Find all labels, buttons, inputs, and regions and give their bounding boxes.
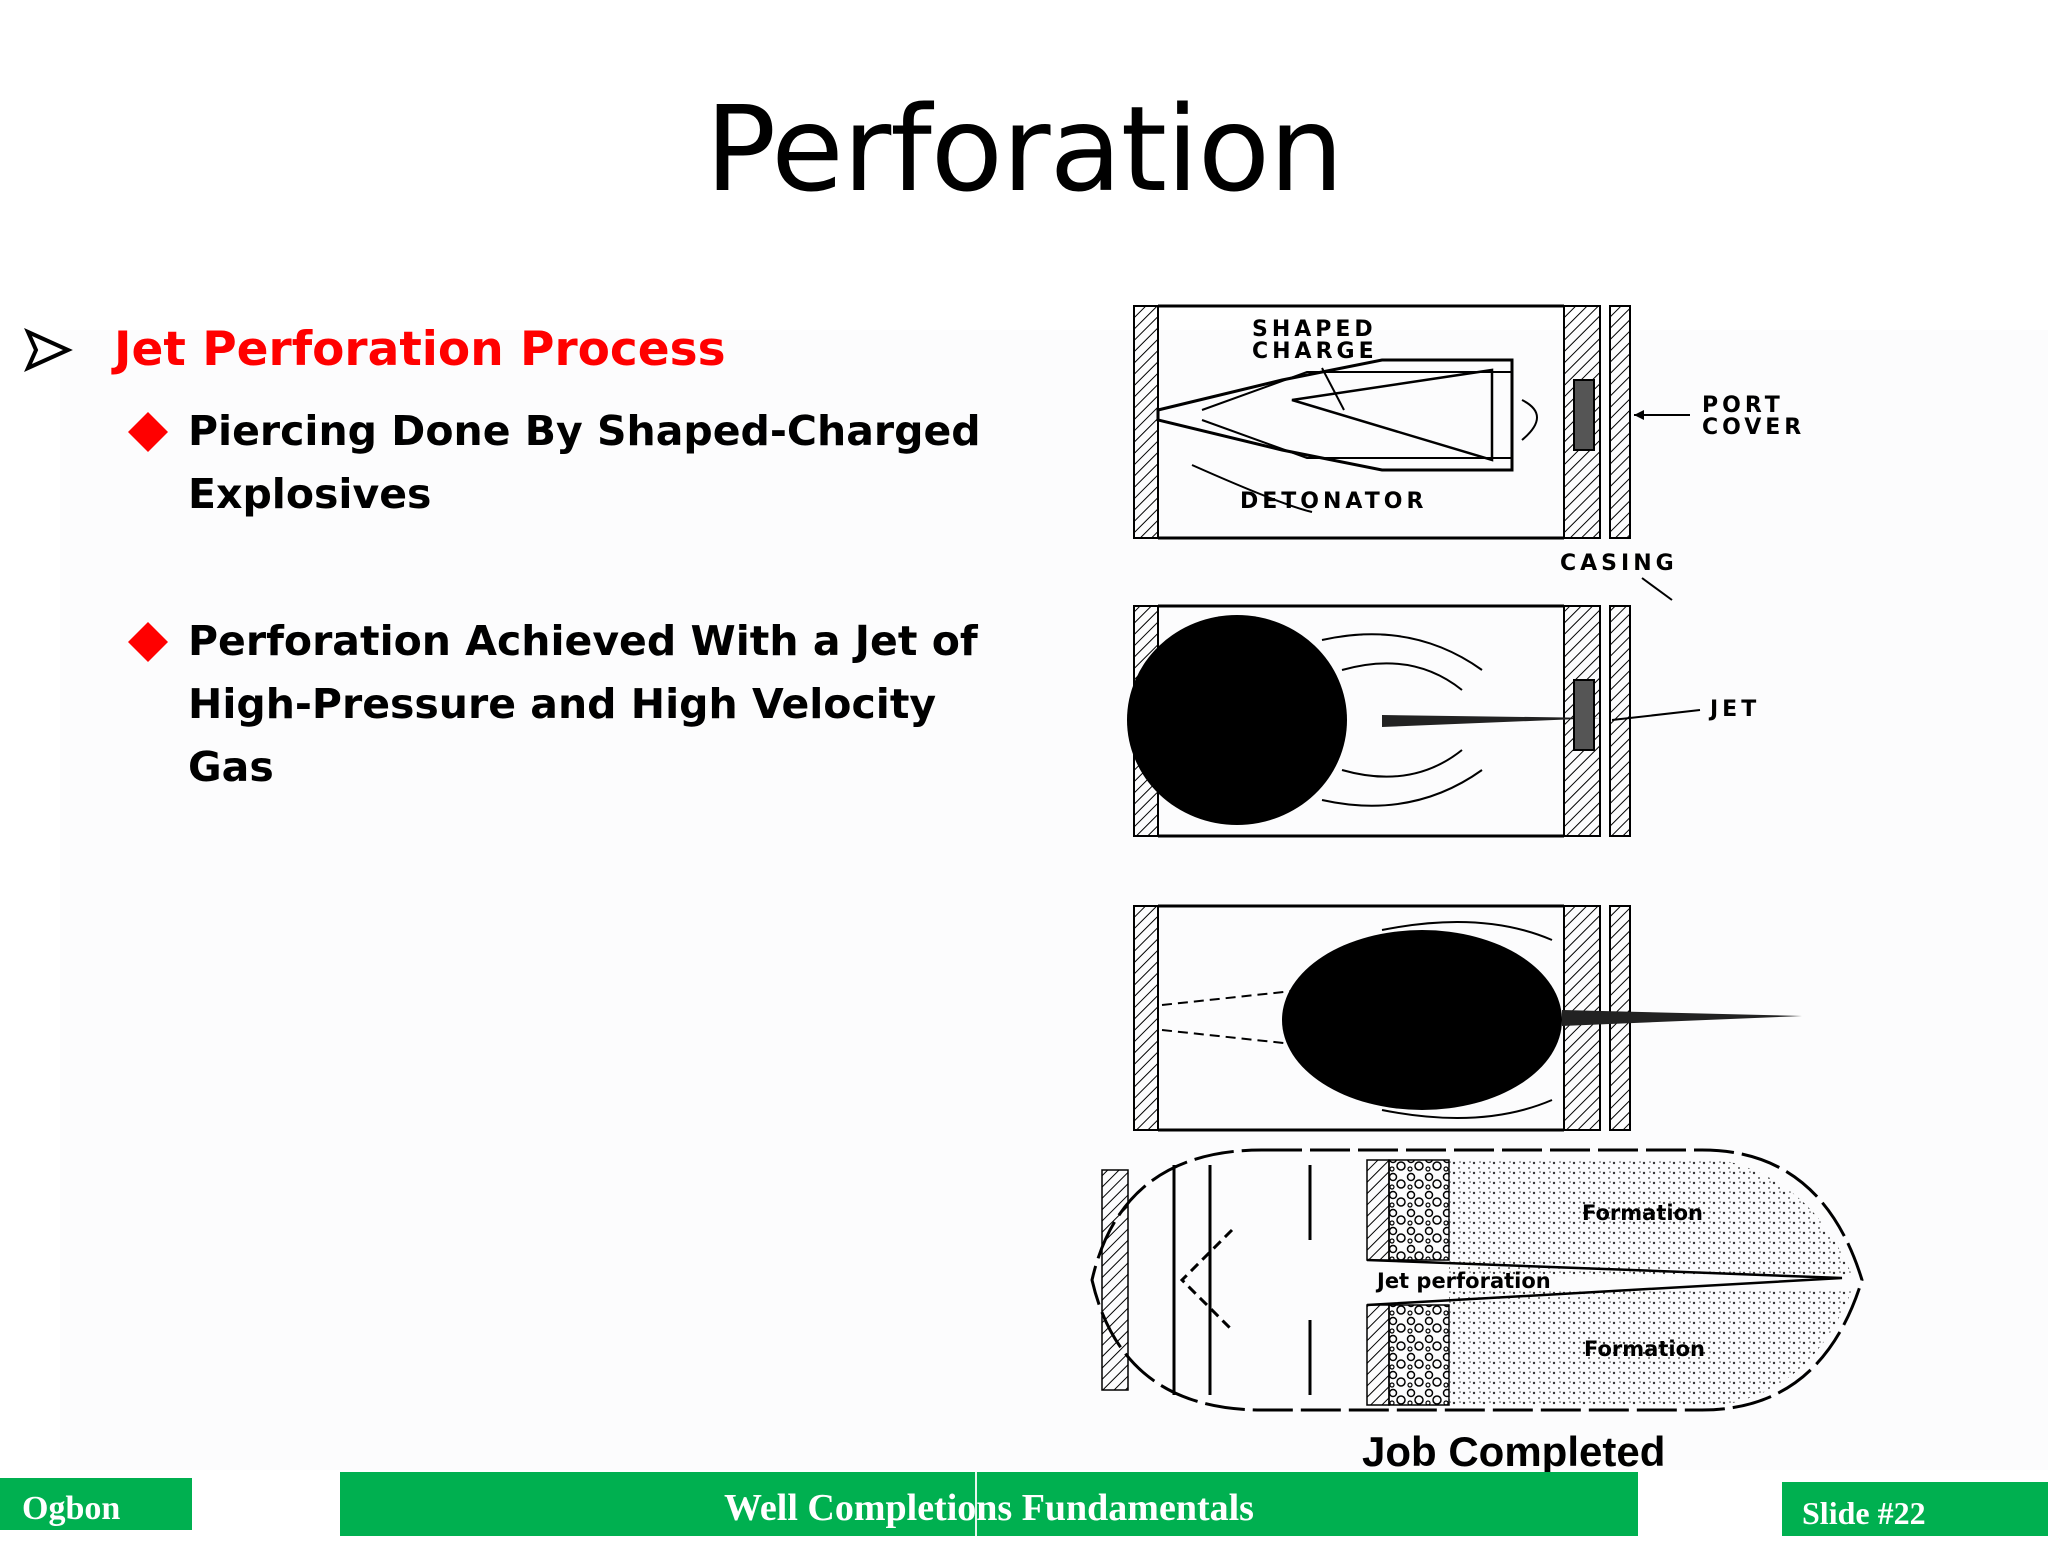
label-jet: JET — [1708, 697, 1760, 722]
label-port: PORT — [1702, 393, 1784, 418]
diamond-bullet-icon — [128, 622, 168, 662]
footer-slide-number: Slide #22 — [1782, 1482, 2048, 1536]
sub-bullet-2: Perforation Achieved With a Jet of High-… — [128, 610, 988, 799]
main-bullet: Jet Perforation Process — [22, 322, 726, 377]
main-bullet-text: Jet Perforation Process — [114, 322, 726, 377]
label-formation-top: Formation — [1582, 1201, 1703, 1225]
label-charge: CHARGE — [1252, 339, 1378, 364]
panel-detonation: JET — [1127, 604, 1760, 838]
sub-bullet-1: Piercing Done By Shaped-Charged Explosiv… — [128, 400, 988, 526]
sub-bullet-1-line1: Piercing Done By Shaped-Charged — [188, 407, 981, 455]
sub-bullet-2-line1: Perforation Achieved With a Jet of — [188, 617, 978, 665]
slide-background — [60, 330, 2048, 1470]
label-jet-perforation: Jet perforation — [1375, 1269, 1551, 1293]
label-formation-bottom: Formation — [1584, 1337, 1705, 1361]
sub-bullet-1-line2: Explosives — [188, 470, 432, 518]
footer-course-title: Well Completions Fundamentals — [724, 1487, 1254, 1529]
arrow-bullet-icon — [24, 327, 73, 372]
sub-bullet-2-line2: High-Pressure and High Velocity Gas — [188, 680, 937, 791]
label-shaped: SHAPED — [1252, 317, 1377, 342]
slide-title: Perforation — [705, 80, 1344, 218]
footer-divider — [975, 1472, 977, 1536]
footer-author: Ogbon — [0, 1478, 192, 1530]
figure-caption: Job Completed — [1362, 1428, 1666, 1475]
panel-job-completed: Formation Jet perforation Formation — [1090, 1148, 1864, 1412]
jet-perforation-diagram: SHAPED CHARGE PORT COVER DETONATOR CASIN… — [1090, 304, 1864, 1412]
panel-shaped-charge: SHAPED CHARGE PORT COVER DETONATOR CASIN… — [1133, 304, 1805, 601]
label-casing: CASING — [1560, 551, 1678, 576]
footer-course: Well Completions Fundamentals — [340, 1472, 1638, 1536]
diamond-bullet-icon — [128, 412, 168, 452]
panel-penetration — [1133, 904, 1802, 1132]
label-detonator: DETONATOR — [1240, 489, 1427, 514]
label-cover: COVER — [1702, 415, 1805, 440]
